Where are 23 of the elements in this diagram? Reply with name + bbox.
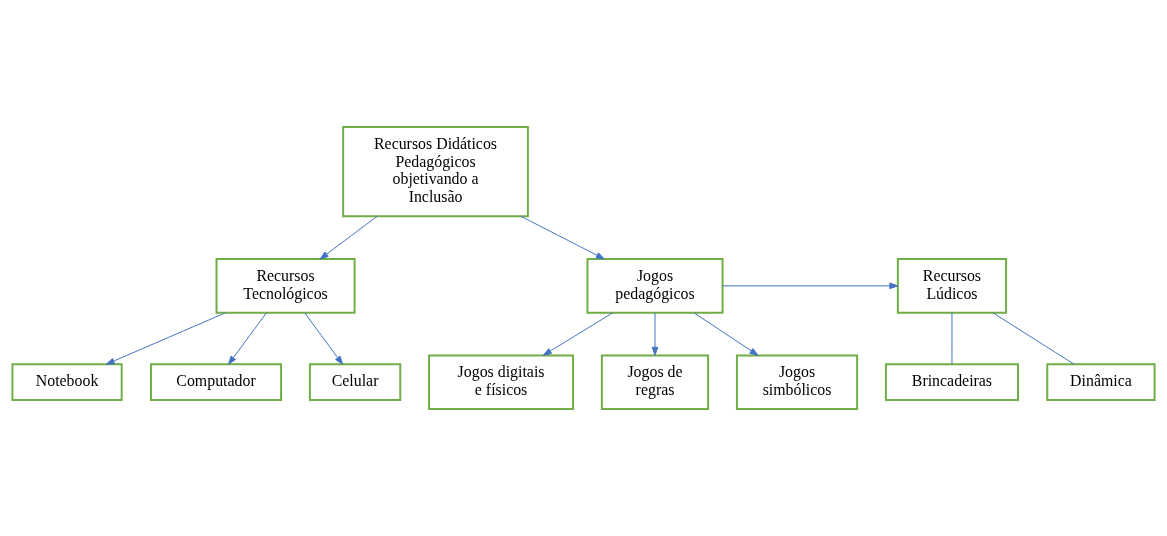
arrow: [693, 312, 759, 356]
node-box: Dinâmica: [1046, 363, 1156, 402]
arrow: [319, 215, 378, 260]
arrow: [520, 215, 605, 260]
arrow: [542, 312, 614, 356]
arrow: [105, 312, 227, 365]
node-box: Recursos Lúdicos: [896, 258, 1008, 314]
node-box: Brincadeiras: [884, 363, 1019, 402]
node-box: Notebook: [11, 363, 123, 402]
node-box: Jogos digitais e físicos: [428, 354, 575, 411]
arrow: [651, 312, 659, 356]
arrow: [228, 312, 267, 365]
node-box: Recursos Tecnológicos: [215, 258, 356, 314]
node-box: Jogos de regras: [600, 354, 710, 411]
node-box: Jogos pedagógicos: [586, 258, 724, 314]
connector: [951, 312, 953, 365]
node-box: Celular: [308, 363, 402, 402]
node-box: Recursos Didáticos Pedagógicos objetivando a Inclusão: [342, 125, 529, 218]
arrow: [722, 282, 899, 290]
node-box: Jogos simbólicos: [735, 354, 859, 411]
node-box: Computador: [150, 363, 283, 402]
connector: [992, 312, 1075, 365]
arrow: [304, 312, 344, 365]
